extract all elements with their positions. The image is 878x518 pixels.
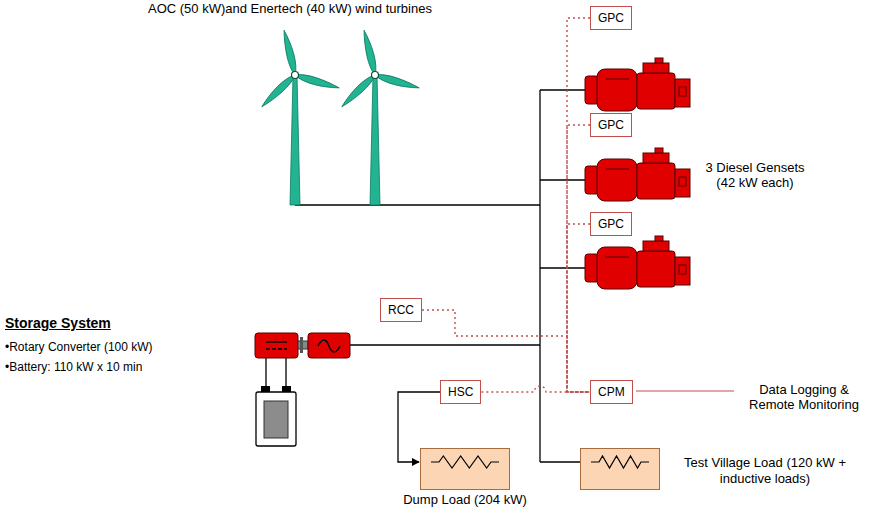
wind-feeder — [295, 204, 540, 205]
diesel-genset — [585, 58, 690, 111]
battery — [256, 386, 296, 446]
battery-terminal — [282, 386, 291, 392]
box-label: GPC — [598, 217, 624, 231]
controller-box: GPC — [590, 6, 632, 30]
load-label: Test Village Load (120 kW + inductive lo… — [667, 455, 863, 487]
battery-terminal — [261, 386, 270, 392]
box-label: GPC — [598, 118, 624, 132]
shaft-coupling — [300, 337, 303, 353]
monitoring-note: Data Logging & Remote Monitoring — [738, 382, 870, 412]
control-link — [567, 125, 590, 392]
controller-box: CPM — [590, 380, 633, 404]
section-heading: Storage System — [5, 316, 111, 331]
load-box: Test Village Load (120 kW + inductive lo… — [580, 448, 660, 490]
diesel-genset — [585, 236, 690, 289]
wind-turbine — [339, 29, 420, 205]
battery-cell — [264, 401, 288, 438]
rotary-converter — [255, 333, 350, 358]
genset-caption: 3 Diesel Gensets (42 kW each) — [695, 160, 815, 190]
control-link — [567, 224, 590, 392]
battery-case — [256, 392, 296, 446]
dc-symbol — [266, 341, 287, 343]
controller-box: HSC — [440, 380, 481, 404]
genset-feeder — [540, 267, 585, 268]
box-label: CPM — [598, 385, 625, 399]
battery-wire — [285, 358, 286, 386]
power-wiring — [266, 90, 585, 462]
box-label: RCC — [388, 303, 414, 317]
box-label: HSC — [448, 385, 473, 399]
box-label: GPC — [598, 11, 624, 25]
leader-line — [636, 391, 734, 392]
ac-machine — [308, 333, 350, 358]
wind-turbine — [259, 29, 340, 205]
resistor-symbol — [581, 449, 659, 489]
turbine-caption: AOC (50 kW)and Enertech (40 kW) wind tur… — [148, 1, 432, 16]
load-feeder — [540, 461, 580, 462]
load-box: Dump Load (204 kW) — [420, 448, 510, 490]
controller-box: RCC — [380, 298, 422, 322]
bullet-item: •Rotary Converter (100 kW) — [5, 340, 153, 355]
genset-feeder — [540, 179, 585, 180]
control-link — [567, 18, 590, 392]
load-label: Dump Load (204 kW) — [403, 492, 527, 508]
resistor-zigzag — [591, 456, 649, 468]
dc-symbol — [266, 348, 287, 350]
controller-box: GPC — [590, 113, 632, 137]
control-link — [481, 386, 590, 392]
resistor-symbol — [421, 449, 509, 489]
battery-wire — [265, 358, 266, 386]
ac-bus — [539, 90, 540, 462]
dc-machine — [255, 333, 298, 358]
resistor-zigzag — [431, 456, 499, 468]
bullet-item: •Battery: 110 kW x 10 min — [5, 360, 142, 375]
converter-feeder — [350, 344, 540, 345]
genset-feeder — [540, 89, 585, 90]
ac-symbol — [318, 340, 340, 352]
diesel-genset — [585, 148, 690, 201]
controller-box: GPC — [590, 212, 632, 236]
